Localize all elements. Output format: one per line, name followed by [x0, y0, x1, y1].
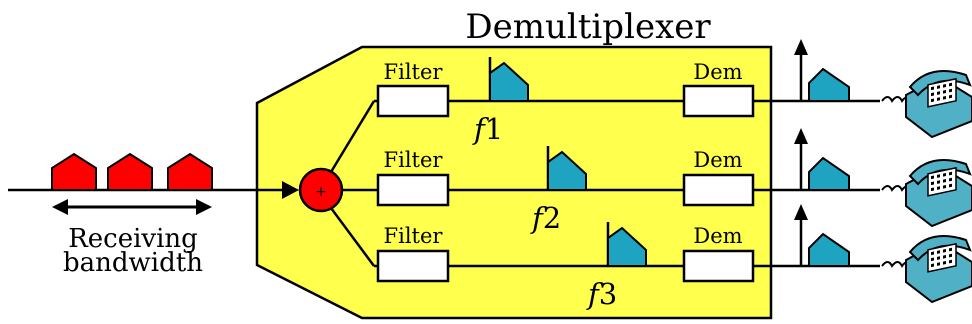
- channel-spectrum-shape: [547, 150, 587, 191]
- input-signals: [51, 152, 213, 191]
- channel-row-1: Filter Dem f1: [374, 60, 880, 146]
- output-signals: [794, 39, 850, 267]
- frequency-label: f3: [586, 277, 617, 311]
- channel-spectrum-shape: [489, 61, 529, 102]
- channel-spectrum-shape: [607, 226, 647, 267]
- dem-box: [682, 84, 755, 118]
- dem-label: Dem: [693, 60, 742, 84]
- output-arrowhead: [794, 128, 808, 144]
- bandwidth-arrow-right-head: [196, 199, 212, 215]
- filter-label: Filter: [384, 224, 444, 248]
- output-arrowhead: [794, 204, 808, 220]
- filter-label: Filter: [384, 60, 444, 84]
- receiving-label-line2: bandwidth: [63, 248, 203, 278]
- dem-label: Dem: [693, 148, 742, 172]
- dem-label: Dem: [693, 224, 742, 248]
- filter-box: [376, 173, 450, 207]
- input-arrowhead: [282, 181, 299, 199]
- input-signal-shape: [107, 152, 153, 191]
- branch-line-top: [329, 100, 376, 173]
- channel-row-2: Filter Dem f2: [376, 148, 880, 235]
- branch-line-bottom: [329, 207, 376, 267]
- channel-signals: [488, 57, 647, 267]
- telephone-icon: [881, 235, 972, 304]
- channel-row-3: Filter Dem f3: [374, 224, 880, 311]
- adder-circle: [298, 167, 344, 213]
- telephone-icon: [881, 70, 972, 139]
- input-signal-shape: [167, 152, 213, 191]
- dem-box: [682, 249, 755, 283]
- telephone-icon: [881, 159, 972, 228]
- receiving-label-line1: Receiving: [68, 224, 198, 254]
- filter-label: Filter: [384, 148, 444, 172]
- output-spectrum-shape: [808, 156, 850, 191]
- bandwidth-arrow-left-head: [52, 199, 68, 215]
- output-spectrum-shape: [808, 232, 850, 267]
- adder-symbol: +: [315, 184, 327, 200]
- filter-box: [376, 84, 450, 118]
- demultiplexer-title: Demultiplexer: [465, 7, 711, 47]
- filter-box: [376, 249, 450, 283]
- output-spectrum-shape: [808, 67, 850, 102]
- input-signal-shape: [51, 152, 97, 191]
- telephones: [881, 70, 972, 304]
- frequency-label: f2: [530, 201, 561, 235]
- dem-box: [682, 173, 755, 207]
- output-arrowhead: [794, 39, 808, 55]
- frequency-label: f1: [472, 112, 503, 146]
